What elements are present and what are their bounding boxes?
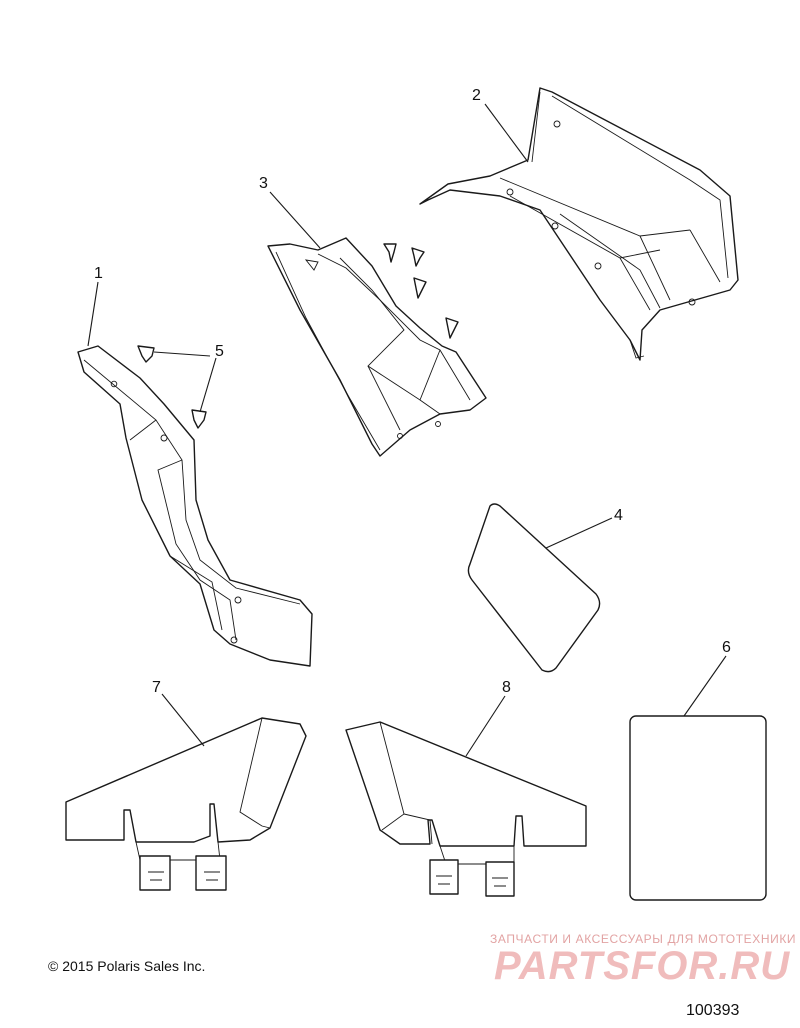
watermark-tagline: ЗАПЧАСТИ И АКСЕССУАРЫ ДЛЯ МОТОТЕХНИКИ	[490, 932, 797, 946]
callout-4: 4	[614, 507, 623, 524]
callout-6: 6	[722, 639, 731, 656]
callout-3: 3	[259, 175, 268, 192]
callout-numbers: 1 2 3 4 5 6 7 8	[94, 87, 731, 696]
leader-lines	[87, 103, 727, 757]
leader-1	[87, 281, 99, 347]
leader-5b	[199, 357, 217, 413]
leader-5a	[153, 351, 211, 357]
part-3-fasteners	[383, 243, 459, 339]
diagram-number: 100393	[686, 1002, 740, 1019]
callout-7: 7	[152, 679, 161, 696]
callout-2: 2	[472, 87, 481, 104]
callout-5: 5	[215, 343, 224, 360]
part-7-left-guard	[65, 717, 307, 891]
part-8-right-guard	[345, 721, 587, 897]
leader-8	[465, 695, 506, 757]
part-5-push-rivets	[137, 345, 207, 429]
leader-7	[161, 693, 205, 747]
leader-6	[683, 655, 727, 717]
watermark-brand: PARTSFOR.RU	[494, 944, 791, 988]
copyright-notice: © 2015 Polaris Sales Inc.	[48, 958, 206, 974]
part-1-side-panel	[77, 345, 313, 667]
leader-3	[269, 191, 321, 249]
part-3-center-cover	[267, 237, 487, 457]
part-6-label	[629, 715, 767, 901]
part-2-rear-panel	[419, 87, 739, 361]
part-4-pad	[467, 503, 601, 673]
leader-2	[484, 103, 529, 163]
callout-1: 1	[94, 265, 103, 282]
leader-4	[545, 517, 613, 549]
callout-8: 8	[502, 679, 511, 696]
